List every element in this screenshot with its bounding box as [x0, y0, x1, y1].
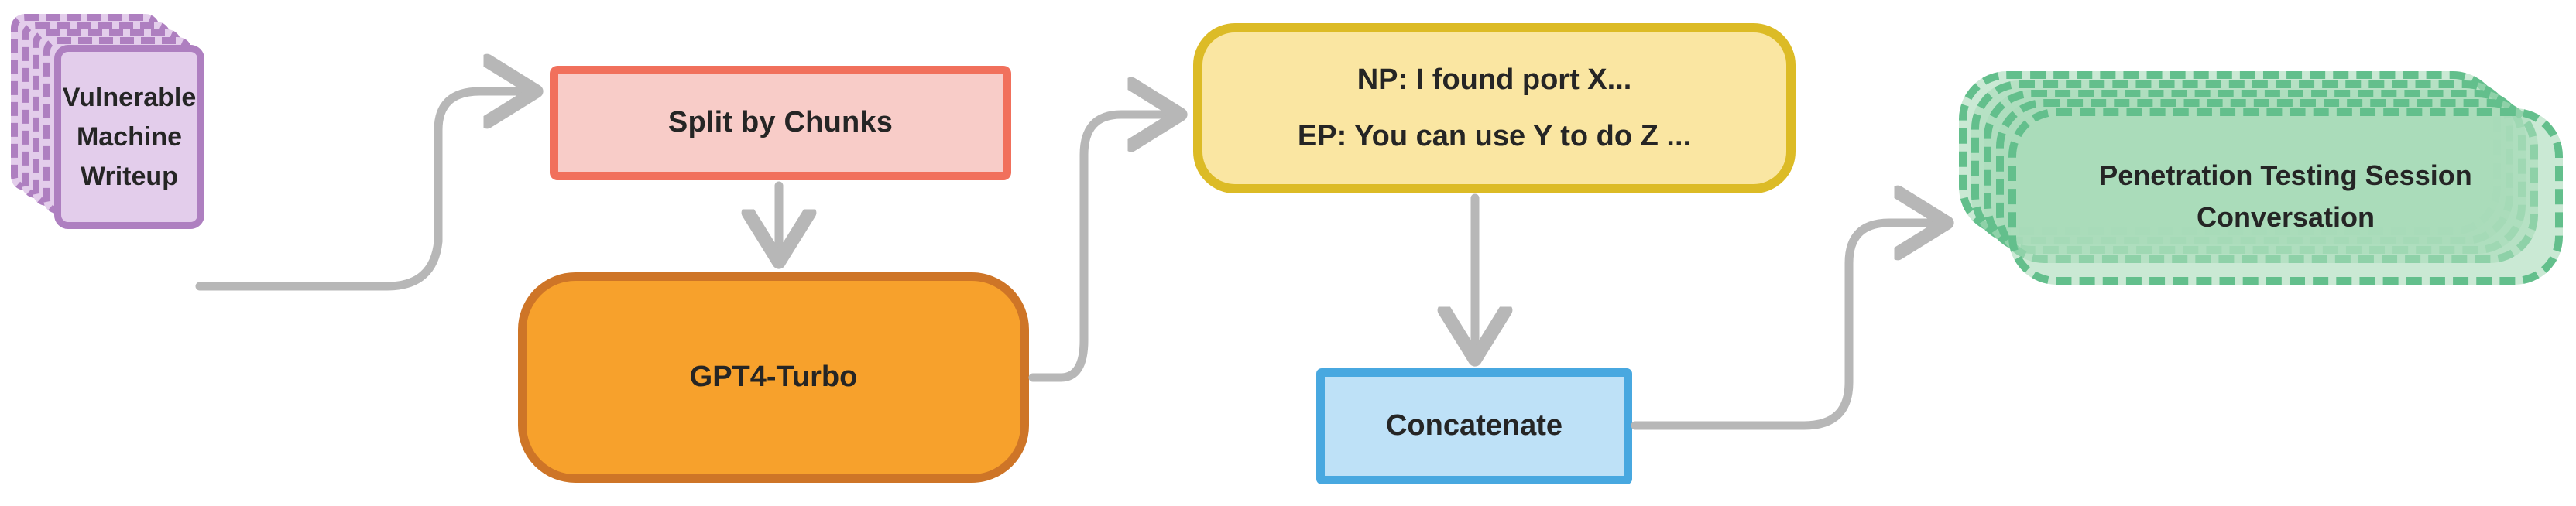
- node-label-ep-line: EP: You can use Y to do Z ...: [1297, 120, 1692, 152]
- label-line-2: Conversation: [2196, 201, 2375, 233]
- node-label-gpt4-turbo: GPT4-Turbo: [689, 361, 858, 394]
- session-sheet-front: Penetration Testing Session Conversation: [2008, 108, 2563, 285]
- document-sheet-front: Vulnerable Machine Writeup: [54, 45, 204, 229]
- node-label-vulnerable-writeup: Vulnerable Machine Writeup: [63, 78, 197, 197]
- node-label-split-by-chunks: Split by Chunks: [667, 106, 894, 139]
- edge-concatenate-to-session: [1631, 223, 1940, 430]
- node-np-ep-pair[interactable]: NP: I found port X... EP: You can use Y …: [1193, 23, 1796, 193]
- label-line-1: Penetration Testing Session: [2099, 159, 2472, 191]
- node-vulnerable-writeup[interactable]: Vulnerable Machine Writeup: [11, 14, 204, 229]
- edge-gpt4-to-npep: [1028, 115, 1174, 382]
- node-label-concatenate: Concatenate: [1385, 409, 1563, 443]
- node-split-by-chunks[interactable]: Split by Chunks: [550, 66, 1011, 180]
- node-pentest-session[interactable]: Penetration Testing Session Conversation: [1959, 71, 2571, 303]
- node-label-pentest-session: Penetration Testing Session Conversation: [2099, 155, 2471, 238]
- node-label-np-line: NP: I found port X...: [1357, 63, 1632, 96]
- node-concatenate[interactable]: Concatenate: [1316, 368, 1632, 484]
- label-line-1: Vulnerable: [62, 82, 197, 112]
- edge-writeup-to-split: [195, 91, 530, 291]
- node-gpt4-turbo[interactable]: GPT4-Turbo: [518, 272, 1029, 483]
- label-line-2: Machine: [76, 121, 183, 152]
- label-line-3: Writeup: [81, 161, 178, 191]
